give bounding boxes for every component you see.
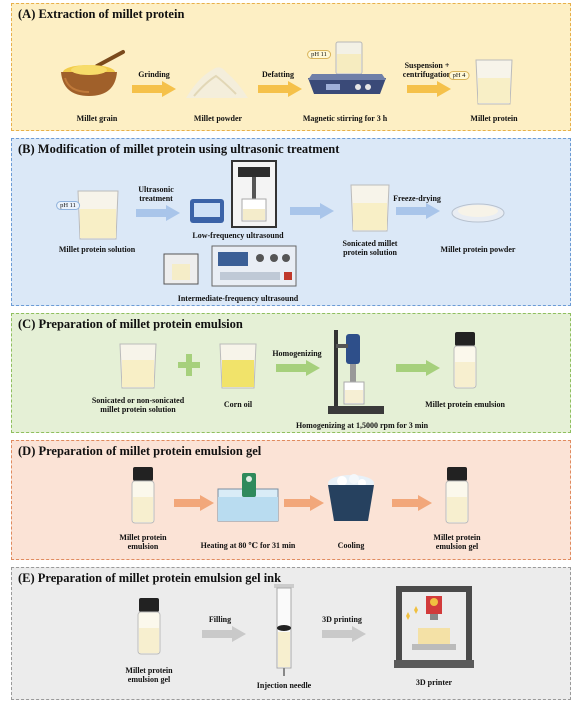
suspension-label: Suspension + xyxy=(404,61,450,70)
panel-emulsion-gel: (D) Preparation of millet protein emulsi… xyxy=(11,440,571,560)
sonicated-label-1: Sonicated millet xyxy=(342,239,398,248)
arrow-sonicated xyxy=(290,203,334,219)
arrow-gel xyxy=(392,495,432,511)
cooling-label: Cooling xyxy=(337,541,365,550)
panel-title: (B) Modification of millet protein using… xyxy=(18,142,340,156)
magnetic-stirring-label: Magnetic stirring for 3 h xyxy=(302,114,388,123)
printing-label: 3D printing xyxy=(322,615,362,624)
arrow-defatting xyxy=(258,81,302,97)
millet-powder-image xyxy=(184,60,250,102)
panel-extraction: (A) Extraction of millet protein Millet … xyxy=(11,3,571,131)
sonicated-or-not-label-2: millet protein solution xyxy=(100,405,176,414)
injection-needle-image xyxy=(272,582,296,678)
defatting-label: Defatting xyxy=(262,70,294,79)
homogenizing-detail-label: Homogenizing at 1,5000 rpm for 3 min xyxy=(295,421,429,430)
treatment-label: treatment xyxy=(139,194,173,203)
millet-protein-beaker-image xyxy=(472,56,516,106)
millet-powder-label: Millet powder xyxy=(193,114,243,123)
filling-label: Filling xyxy=(208,615,232,624)
low-frequency-ultrasound-image xyxy=(186,159,286,231)
homogenizer-image xyxy=(324,326,388,416)
panel-emulsion: (C) Preparation of millet protein emulsi… xyxy=(11,313,571,433)
emulsion-gel-vial-image xyxy=(444,467,470,525)
emulsion-label-1: Millet protein xyxy=(119,533,167,542)
emulsion-gel-label-1: Millet protein xyxy=(433,533,481,542)
protein-solution-beaker-image xyxy=(116,340,160,390)
panel-modification: (B) Modification of millet protein using… xyxy=(11,138,571,306)
emulsion-label-2: emulsion xyxy=(127,542,159,551)
arrow-ultrasonic xyxy=(136,205,180,221)
sonicated-label-2: protein solution xyxy=(343,248,397,257)
plus-icon xyxy=(178,354,200,376)
emulsion-gel-label-1: Millet protein xyxy=(125,666,173,675)
protein-powder-dish-image xyxy=(450,197,506,225)
ph11-tag: pH 11 xyxy=(56,201,80,211)
freeze-drying-label: Freeze-drying xyxy=(393,194,441,203)
arrow-homogenizing xyxy=(276,360,320,376)
arrow-filling xyxy=(202,626,246,642)
low-frequency-label: Low-frequency ultrasound xyxy=(192,231,284,240)
millet-grain-label: Millet grain xyxy=(76,114,118,123)
intermediate-frequency-label: Intermediate-frequency ultrasound xyxy=(177,294,299,303)
panel-title: (E) Preparation of millet protein emulsi… xyxy=(18,571,282,585)
water-bath-image xyxy=(216,469,280,523)
ph11-tag: pH 11 xyxy=(307,50,331,60)
arrow-printing xyxy=(322,626,366,642)
protein-solution-beaker-image xyxy=(74,187,122,241)
ice-bucket-image xyxy=(324,473,378,523)
3d-printer-label: 3D printer xyxy=(415,678,453,687)
panel-title: (C) Preparation of millet protein emulsi… xyxy=(18,317,243,331)
centrifugation-label: centrifugation xyxy=(402,70,452,79)
arrow-grinding xyxy=(132,81,176,97)
sonicated-solution-beaker-image xyxy=(347,181,393,233)
emulsion-vial-image xyxy=(130,467,156,525)
arrow-freeze-drying xyxy=(396,203,440,219)
intermediate-frequency-ultrasound-image xyxy=(160,242,300,290)
panel-title: (A) Extraction of millet protein xyxy=(18,7,185,21)
panel-gel-ink: (E) Preparation of millet protein emulsi… xyxy=(11,567,571,700)
arrow-cooling xyxy=(284,495,324,511)
grinding-label: Grinding xyxy=(138,70,170,79)
corn-oil-beaker-image xyxy=(216,340,260,390)
emulsion-label: Millet protein emulsion xyxy=(425,400,505,409)
emulsion-vial-image xyxy=(452,332,478,390)
ultrasonic-label: Ultrasonic xyxy=(138,185,174,194)
emulsion-gel-label-2: emulsion gel xyxy=(127,675,171,684)
corn-oil-label: Corn oil xyxy=(223,400,253,409)
injection-needle-label: Injection needle xyxy=(256,681,312,690)
arrow-centrifugation xyxy=(407,81,451,97)
panel-title: (D) Preparation of millet protein emulsi… xyxy=(18,444,262,458)
3d-printer-image xyxy=(392,582,476,670)
millet-protein-label: Millet protein xyxy=(470,114,518,123)
magnetic-stirrer-image xyxy=(302,38,392,104)
ph4-tag: pH 4 xyxy=(448,71,470,81)
protein-solution-label: Millet protein solution xyxy=(58,245,136,254)
arrow-heating xyxy=(174,495,214,511)
homogenizing-label: Homogenizing xyxy=(272,349,322,358)
millet-grain-bowl-image xyxy=(57,48,129,100)
arrow-emulsion xyxy=(396,360,440,376)
emulsion-gel-vial-image xyxy=(136,598,162,656)
heating-label: Heating at 80 ℃ for 31 min xyxy=(200,541,296,550)
sonicated-or-not-label-1: Sonicated or non-sonicated xyxy=(91,396,185,405)
emulsion-gel-label-2: emulsion gel xyxy=(435,542,479,551)
protein-powder-label: Millet protein powder xyxy=(440,245,516,254)
